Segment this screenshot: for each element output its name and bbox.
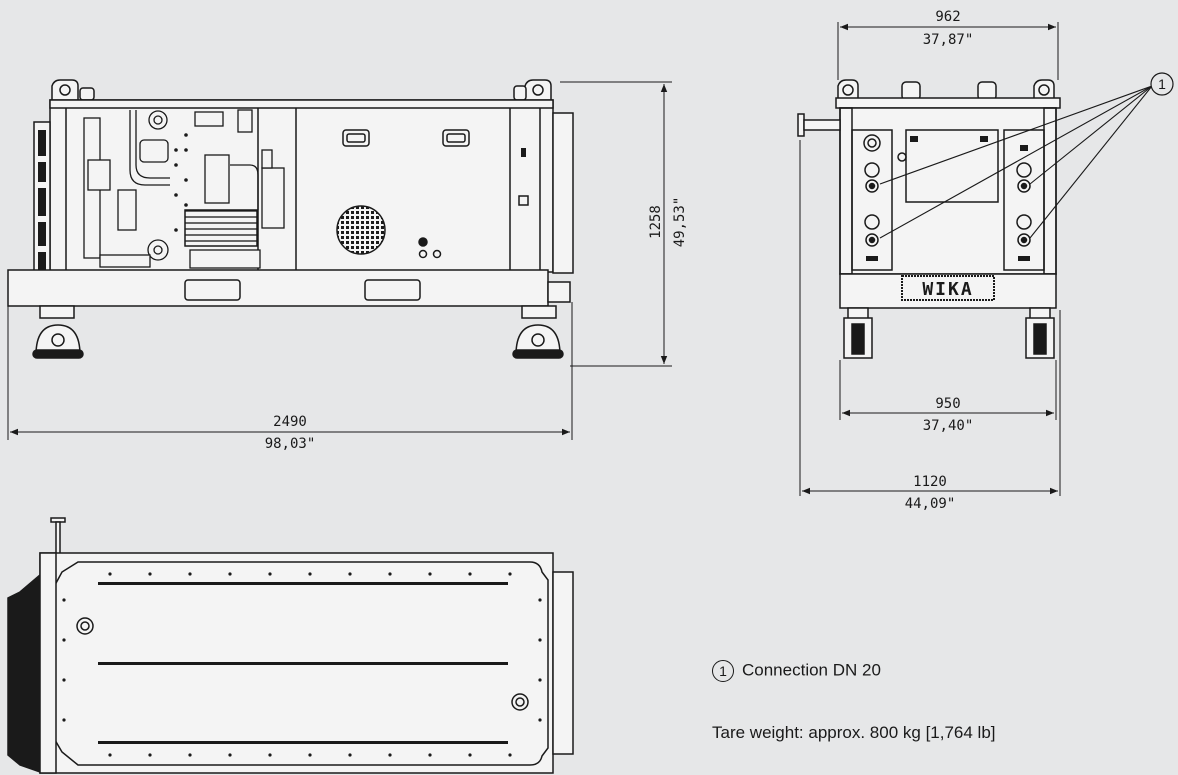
dimension-height — [560, 81, 672, 367]
wika-plate — [901, 275, 995, 301]
side-top-mm: 962 — [935, 9, 960, 25]
callout-circle — [1150, 72, 1174, 96]
side-total-mm: 1120 — [913, 474, 947, 490]
front-width-mm: 2490 — [273, 414, 307, 430]
side-view — [797, 79, 1061, 359]
piping-assembly — [83, 109, 285, 269]
legend-connection-text: Connection DN 20 — [742, 660, 881, 680]
side-inner-mm: 950 — [935, 396, 960, 412]
side-top-in: 37,87" — [923, 32, 974, 48]
dimension-side-total — [799, 140, 1061, 496]
top-view — [7, 517, 574, 774]
lifting-eye-left — [51, 79, 79, 103]
side-total-in: 44,09" — [905, 496, 956, 512]
side-inner-in: 37,40" — [923, 418, 974, 434]
legend-number: 1 — [712, 660, 734, 682]
dimension-side-inner — [839, 360, 1057, 420]
callout-leaders — [879, 85, 1153, 239]
vent-grille — [336, 205, 386, 255]
height-mm: 1258 — [648, 205, 664, 239]
front-view — [7, 79, 574, 359]
height-in: 49,53" — [672, 197, 688, 248]
legend-connection: 1 Connection DN 20 — [712, 660, 881, 682]
front-width-in: 98,03" — [265, 436, 316, 452]
connection-ports — [863, 134, 1032, 261]
lifting-eye-right — [524, 79, 552, 103]
tare-weight: Tare weight: approx. 800 kg [1,764 lb] — [712, 723, 996, 742]
callout-number: 1 — [1158, 76, 1166, 92]
caster-right — [512, 305, 564, 359]
wika-brand-text: WIKA — [922, 279, 973, 300]
bolt-dots — [62, 572, 542, 757]
caster-left — [32, 305, 84, 359]
dimension-front-width — [7, 302, 573, 440]
dimension-side-top — [837, 22, 1059, 80]
